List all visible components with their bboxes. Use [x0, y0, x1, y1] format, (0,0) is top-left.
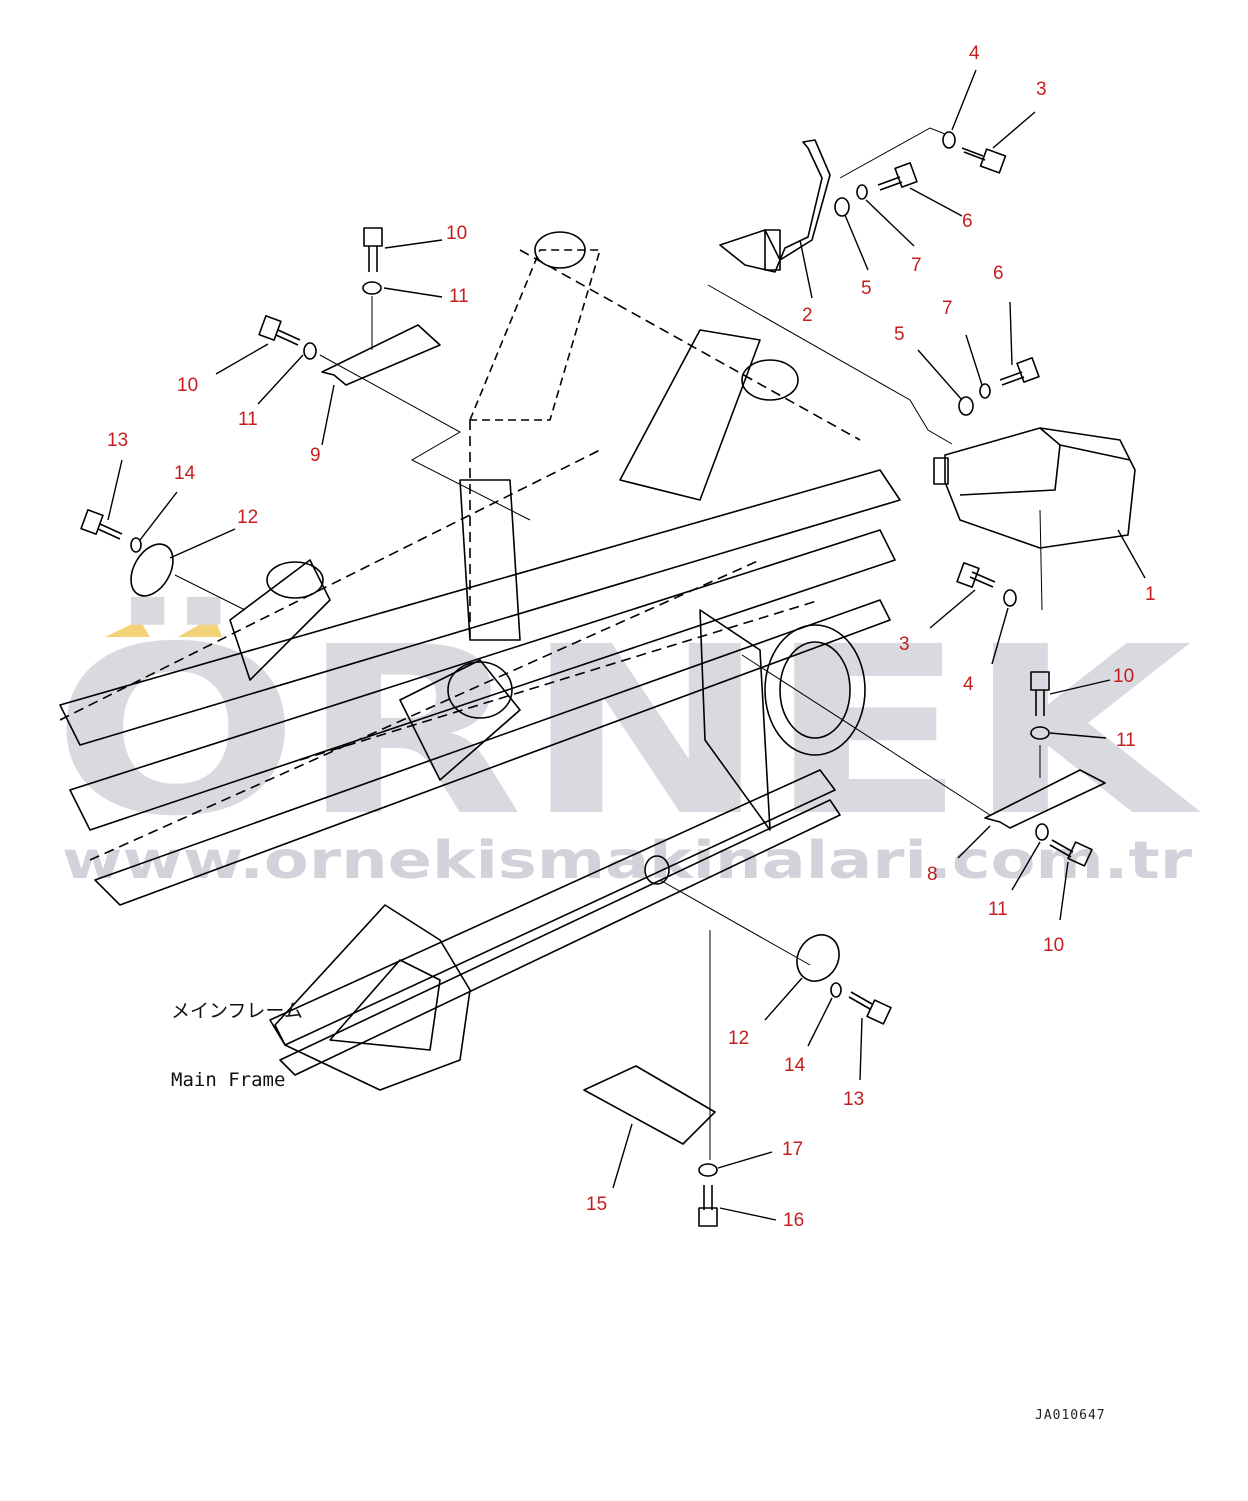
washer-icon [830, 982, 842, 998]
washer-icon [130, 537, 142, 553]
callout-3: 3 [899, 634, 910, 655]
bolt-icon [1049, 839, 1093, 867]
callout-3: 3 [1036, 79, 1047, 100]
leader-lines [107, 69, 1146, 1221]
callout-12: 12 [237, 507, 259, 528]
washer-icon [1035, 823, 1049, 841]
watermark-url: www.ornekismakinalari.com.tr [62, 831, 1192, 891]
main-frame-label-japanese: メインフレーム [171, 1000, 303, 1022]
callout-14: 14 [784, 1055, 806, 1076]
callout-10: 10 [177, 375, 199, 396]
bolt-icon [698, 1185, 718, 1227]
main-frame-drawing [59, 231, 901, 1091]
washer-icon [834, 197, 850, 217]
washer-icon [303, 342, 317, 360]
bolt-icon [999, 357, 1040, 386]
callout-8: 8 [927, 864, 938, 885]
callout-13: 13 [843, 1089, 865, 1110]
callout-12: 12 [728, 1028, 750, 1049]
main-frame-label-english: Main Frame [171, 1069, 286, 1091]
callout-11: 11 [1116, 730, 1136, 751]
cover-part-12 [644, 855, 670, 885]
washer-icon [958, 396, 974, 416]
callout-2: 2 [802, 305, 813, 326]
watermark: ÖRNEK www.ornekismakinalari.com.tr [52, 596, 1201, 891]
watermark-brand: ÖRNEK [52, 596, 1201, 867]
plate-part-9 [321, 324, 441, 386]
bolt-icon [877, 162, 918, 191]
washer-icon [1030, 726, 1050, 740]
drawing-id: JA010647 [1035, 1408, 1106, 1423]
callout-7: 7 [942, 298, 953, 319]
callout-5: 5 [894, 324, 905, 345]
cover-part-12 [130, 543, 174, 597]
callout-6: 6 [962, 211, 973, 232]
callout-6: 6 [993, 263, 1004, 284]
cover-part-1 [933, 427, 1136, 549]
callout-10: 10 [1113, 666, 1135, 687]
callout-4: 4 [963, 674, 974, 695]
watermark-accent [105, 620, 150, 637]
bolt-icon [258, 315, 301, 346]
main-frame-label: メインフレーム Main Frame [171, 954, 303, 1115]
bracket-part-2 [719, 139, 831, 273]
callout-13: 13 [107, 430, 129, 451]
callout-15: 15 [586, 1194, 608, 1215]
callout-10: 10 [1043, 935, 1065, 956]
callout-14: 14 [174, 463, 196, 484]
washer-icon [362, 281, 382, 295]
callout-4: 4 [969, 43, 980, 64]
bolt-icon [961, 147, 1007, 174]
washer-icon [698, 1163, 718, 1177]
callout-17: 17 [782, 1139, 804, 1160]
bolt-icon [80, 509, 123, 540]
plate-part-8 [984, 769, 1106, 829]
callout-16: 16 [783, 1210, 805, 1231]
callout-7: 7 [911, 255, 922, 276]
watermark-accent [178, 616, 222, 637]
callout-11: 11 [449, 286, 469, 307]
bolt-icon [363, 227, 383, 272]
washer-icon [856, 184, 868, 200]
washer-icon [942, 131, 956, 149]
plate-part-15 [583, 1065, 716, 1145]
washer-icon [979, 383, 991, 399]
callout-5: 5 [861, 278, 872, 299]
callout-11: 11 [238, 409, 258, 430]
callout-1: 1 [1145, 584, 1156, 605]
callout-10: 10 [446, 223, 468, 244]
bolt-icon [848, 991, 892, 1025]
callout-11: 11 [988, 899, 1008, 920]
bolt-icon [1030, 671, 1050, 716]
washer-icon [1003, 589, 1017, 607]
cover-part-12 [796, 934, 840, 982]
parts [80, 131, 1136, 1227]
reference-lines [174, 127, 1043, 1160]
callout-9: 9 [310, 445, 321, 466]
bolt-icon [956, 562, 996, 588]
